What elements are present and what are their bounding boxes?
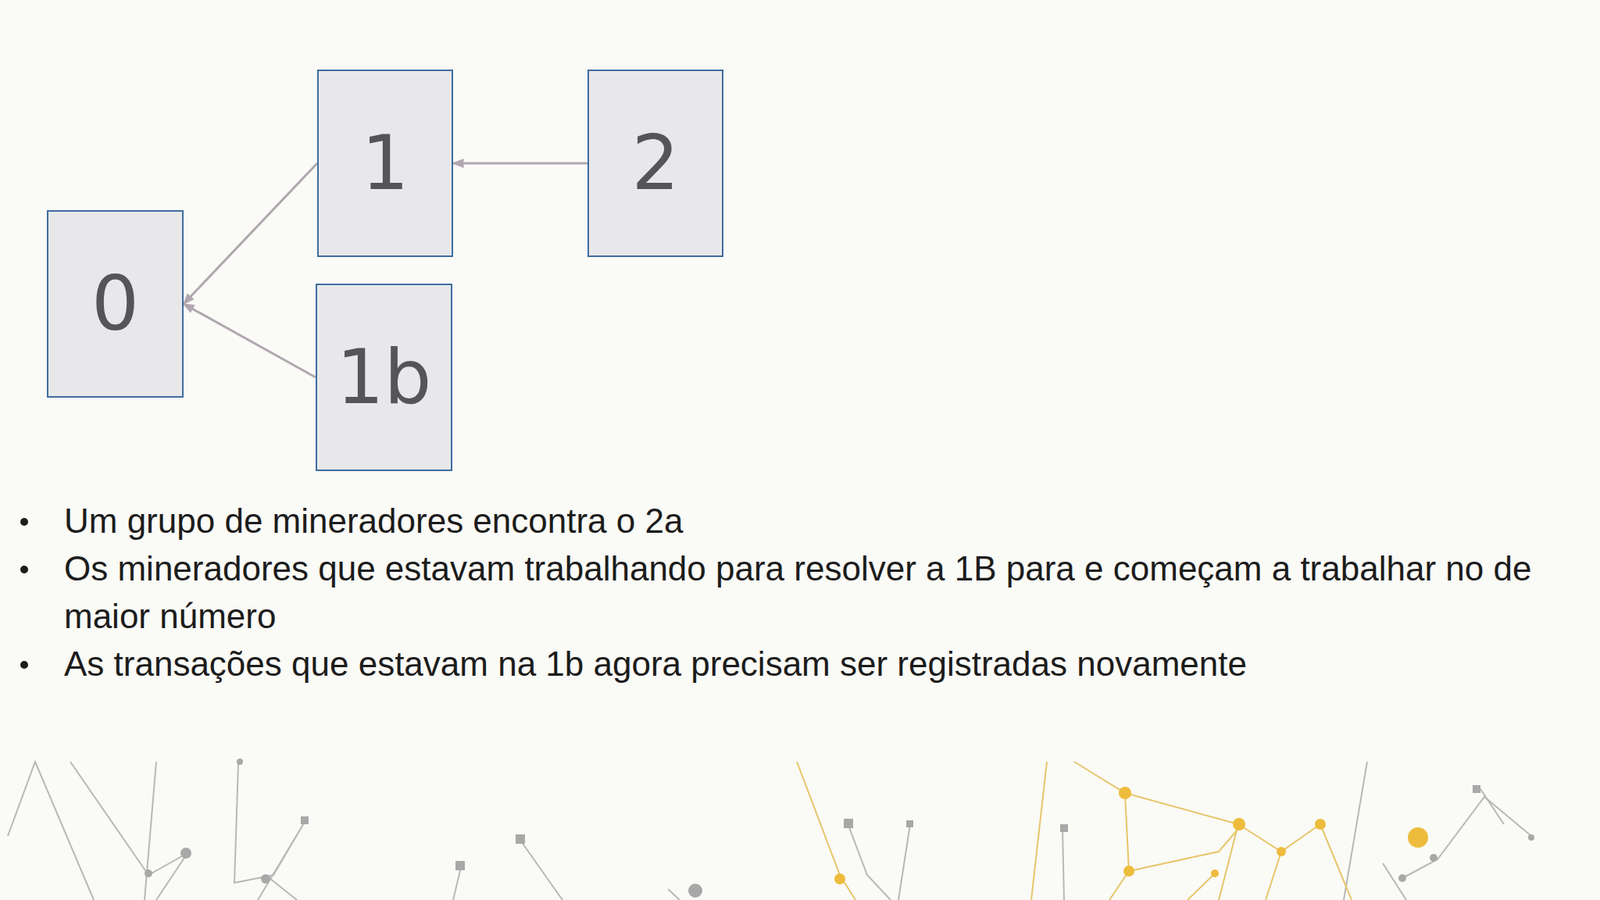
bullet-dot xyxy=(20,565,29,574)
arrow-connector xyxy=(183,303,316,378)
block-box: 1b xyxy=(315,283,453,472)
bullet-dot xyxy=(20,517,29,526)
bullet-dot xyxy=(20,660,29,669)
block-number: 0 xyxy=(91,266,140,342)
bullet-item: Os mineradores que estavam trabalhando p… xyxy=(64,544,1580,640)
block-number: 2 xyxy=(631,125,679,201)
arrow-connector xyxy=(453,162,588,165)
arrow-connector xyxy=(183,163,318,304)
bullet-item: Um grupo de mineradores encontra o 2a xyxy=(64,496,1580,545)
block-number: 1b xyxy=(335,339,432,415)
block-box: 1 xyxy=(317,69,454,258)
bullet-item: As transações que estavam na 1b agora pr… xyxy=(64,639,1580,688)
block-number: 1 xyxy=(360,125,409,201)
bullet-text: As transações que estavam na 1b agora pr… xyxy=(64,644,1247,683)
block-box: 0 xyxy=(46,210,184,398)
bullet-text: Um grupo de mineradores encontra o 2a xyxy=(64,501,683,540)
block-box: 2 xyxy=(587,69,724,258)
bullet-text: Os mineradores que estavam trabalhando p… xyxy=(64,549,1532,636)
